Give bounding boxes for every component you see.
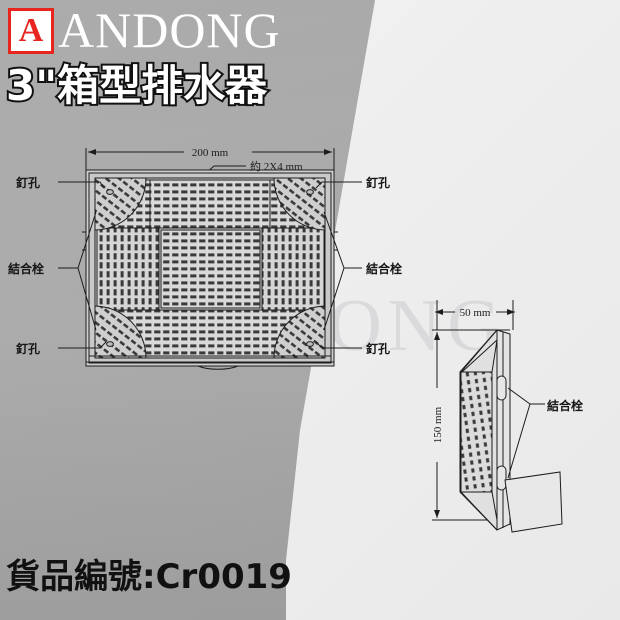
brand-name: ANDONG [58,2,281,58]
label-bolt-side: 結合栓 [547,398,583,413]
brand-logo-icon: A [8,8,54,54]
label-nail-hole-bottom-left: 釘孔 [16,341,40,356]
side-dimension-50mm [435,300,515,330]
logo-letter: A [11,11,51,51]
dimension-50mm-text: 50 mm [460,307,491,319]
nail-holes [106,189,314,347]
top-view-leaders [58,181,362,349]
label-nail-hole-top-right: 釘孔 [366,175,390,190]
label-bolt-right: 結合栓 [366,261,402,276]
side-view-body [432,300,563,533]
label-nail-hole-bottom-right: 釘孔 [366,341,390,356]
label-nail-hole-top-left: 釘孔 [16,175,40,190]
dimension-150mm-text: 150 mm [432,406,444,443]
product-title: 3"箱型排水器 [4,60,269,112]
top-view-body [82,169,338,370]
hole-note-text: 約 2X4 mm [250,159,303,173]
dimension-200mm-text: 200 mm [192,147,229,159]
part-number: 貨品編號:Cr0019 [6,557,292,597]
label-bolt-left: 結合栓 [8,261,44,276]
